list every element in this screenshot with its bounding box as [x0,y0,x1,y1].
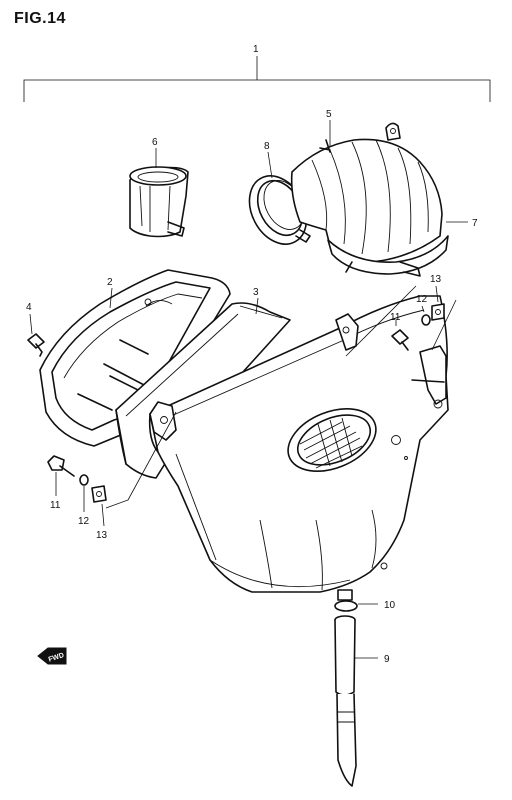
part-13-grommet-upper [431,303,445,321]
callout-12-upper: 12 [416,294,428,305]
figure-title: FIG.14 [14,10,66,27]
callout-13-upper: 13 [430,274,442,285]
part-4-screw [27,333,45,357]
callout-3: 3 [253,287,259,298]
callout-11-upper: 11 [390,312,401,323]
part-9-drain-tube [334,615,357,787]
part-12-washer-upper [421,314,431,326]
callout-2: 2 [107,277,113,288]
assembly-bracket [23,56,491,102]
part-2-cover [39,269,231,447]
drain-stub [337,589,353,601]
part-11-bolt-upper [391,329,409,351]
part-10-clip [334,600,358,612]
part-5-tab [319,122,401,153]
callout-8: 8 [264,141,270,152]
callout-12-lower: 12 [78,516,90,527]
callout-11-lower: 11 [50,500,61,511]
callout-1: 1 [253,44,259,55]
callout-6: 6 [152,137,158,148]
callout-10: 10 [384,600,396,611]
airbox-housing [148,295,449,593]
fwd-label: FWD [48,652,65,664]
callout-7: 7 [472,218,478,229]
part-11-bolt-lower [47,455,75,477]
leader-lines [29,120,468,659]
callout-13-lower: 13 [96,530,108,541]
fwd-arrow-badge: FWD [37,647,67,665]
callout-9: 9 [384,654,390,665]
part-7-intake-elbow [290,138,449,277]
callout-labels: 1 2 3 4 5 6 7 8 9 10 11 11 12 12 13 13 [26,44,478,665]
part-6-intake-funnel [129,166,189,238]
part-12-washer-lower [79,474,89,486]
callout-5: 5 [326,109,332,120]
callout-4: 4 [26,302,32,313]
part-13-grommet-lower [91,485,107,503]
